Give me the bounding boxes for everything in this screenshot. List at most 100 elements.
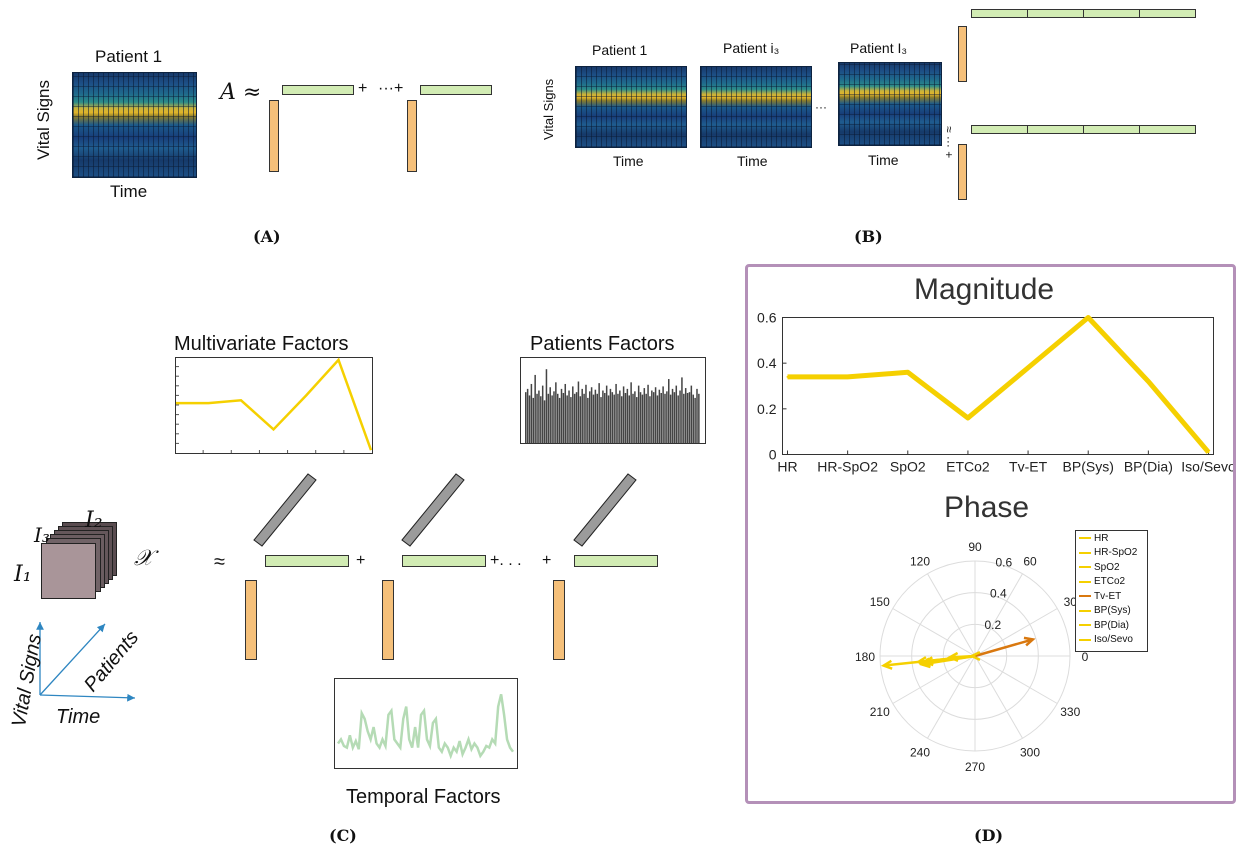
plus-sign: + (358, 80, 368, 97)
angle-tick-label: 300 (1020, 745, 1040, 759)
bar (549, 387, 551, 443)
bar (540, 396, 542, 443)
bar (528, 395, 531, 443)
caption-d: (D) (974, 826, 1004, 845)
bar (645, 393, 647, 443)
phase-arrowhead (1023, 636, 1036, 647)
bar (543, 400, 546, 443)
axes-arrows (36, 622, 136, 702)
temporal-chart (334, 678, 518, 769)
bar (641, 394, 644, 443)
bar (587, 397, 589, 443)
phase-arrow (924, 654, 976, 664)
angle-tick-label: 180 (855, 650, 875, 664)
approx-sign: ≈ (214, 551, 225, 573)
legend-swatch (1079, 566, 1091, 569)
bar (656, 395, 659, 443)
angle-tick-label: 330 (1060, 705, 1080, 719)
bar (677, 395, 679, 443)
bar (636, 397, 638, 443)
x-tick-label: HR (777, 459, 797, 475)
bar (673, 392, 676, 443)
legend-label: ETCo2 (1094, 576, 1126, 588)
bar (532, 397, 535, 443)
bar (605, 385, 608, 443)
bar (596, 393, 599, 443)
factor-row-vector (265, 555, 349, 567)
dim-i2: I₂ (85, 508, 103, 533)
panel-d-frame (745, 264, 1236, 804)
bar (538, 390, 540, 443)
bar (583, 393, 585, 443)
bar (696, 388, 698, 443)
bar (619, 390, 621, 443)
bar (654, 387, 657, 443)
bar (660, 392, 662, 443)
caption-a: (A) (253, 227, 281, 246)
legend-item: HR-SpO2 (1076, 546, 1147, 561)
bar (643, 388, 646, 443)
heatmap (838, 62, 942, 146)
factor-col-vector (382, 580, 394, 660)
approx-sign: A ≈ (220, 80, 262, 105)
legend-swatch (1079, 638, 1091, 641)
patients-title: Patients Factors (530, 333, 675, 355)
bar (526, 388, 529, 443)
bar (634, 391, 636, 443)
x-tick-label: Iso/Sevo (1181, 459, 1233, 475)
heatmap (700, 66, 812, 148)
factor-row-vector (282, 85, 354, 95)
patient-title: Patient i₃ (723, 40, 780, 56)
bar (651, 390, 653, 443)
bar (598, 383, 600, 443)
bar (681, 377, 683, 443)
bar (668, 379, 670, 443)
bar (604, 392, 606, 443)
bar (694, 397, 696, 443)
dots-plus: ···+ (378, 80, 404, 97)
x-tick-label: BP(Sys) (1063, 459, 1114, 475)
factor-col-vector (245, 580, 257, 660)
y-tick-label: 0.4 (757, 355, 777, 371)
bar (698, 393, 700, 443)
bar (669, 394, 672, 443)
y-tick-label: 0.6 (757, 310, 777, 326)
bar (566, 395, 568, 443)
legend-label: Iso/Sevo (1094, 634, 1133, 646)
bar (626, 388, 629, 443)
bar (647, 384, 649, 443)
patient-title: Patient 1 (95, 47, 163, 66)
bar (560, 388, 563, 443)
angle-tick-label: 240 (910, 745, 930, 759)
patient-factor-vector (253, 473, 317, 547)
legend-swatch (1079, 580, 1091, 583)
bar (556, 393, 559, 443)
bar (564, 383, 567, 443)
legend-label: BP(Dia) (1094, 619, 1130, 631)
bar (555, 382, 557, 443)
heatmap (575, 66, 687, 148)
legend-swatch (1079, 609, 1091, 612)
polar-spoke (927, 573, 976, 657)
bar (652, 392, 655, 443)
radial-tick-label: 0.4 (990, 587, 1007, 601)
bar (600, 397, 602, 443)
legend-item: Tv-ET (1076, 589, 1147, 604)
bar (588, 391, 591, 443)
legend-item: HR (1076, 531, 1147, 546)
legend-label: BP(Sys) (1094, 605, 1131, 617)
polar-spoke (974, 573, 1023, 657)
bar (607, 395, 610, 443)
radial-tick-label: 0.2 (984, 618, 1001, 632)
radial-tick-label: 0.6 (995, 555, 1012, 569)
multivariate-chart (175, 357, 373, 454)
legend-swatch (1079, 551, 1091, 554)
angle-tick-label: 0 (1082, 650, 1089, 664)
polar-spoke (974, 655, 1058, 704)
heatmap (72, 72, 197, 178)
bar (690, 385, 693, 443)
bar (615, 383, 617, 443)
angle-tick-label: 150 (870, 595, 890, 609)
